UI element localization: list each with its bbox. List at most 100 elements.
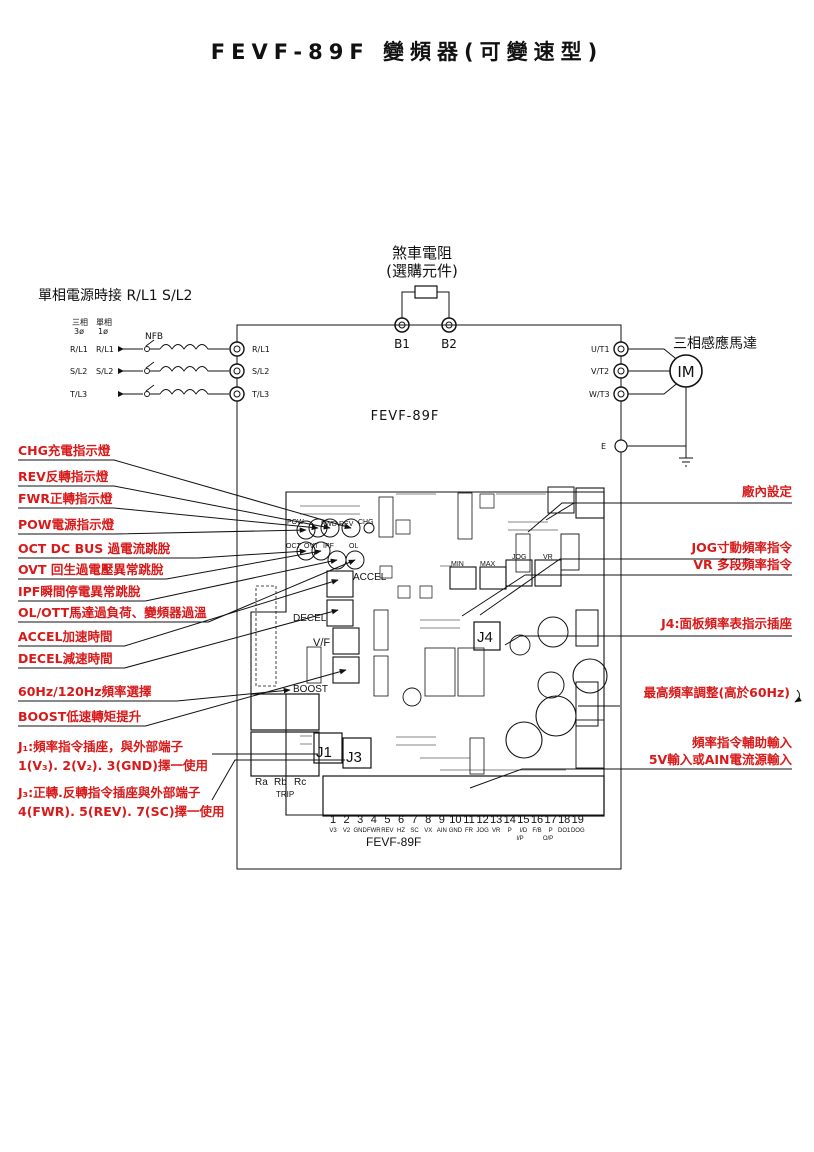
pcb-accel: ACCEL <box>353 572 387 583</box>
terminal-u: U/T1 <box>591 345 610 354</box>
left-callout-10: DECEL減速時間 <box>18 651 113 666</box>
pcb-ovt: OVT <box>304 543 319 550</box>
left-callout-leader-4 <box>18 527 307 535</box>
pcb-boost: BOOST <box>293 684 328 695</box>
b1-label: B1 <box>394 337 410 351</box>
supply-row-1-3ph: R/L1 <box>70 345 88 354</box>
left-callout-leader-6 <box>18 549 322 580</box>
terminal-name-10: GND <box>449 828 463 834</box>
supply-row-1-1ph: R/L1 <box>96 345 114 354</box>
left-callout-7: IPF瞬間停電異常跳脫 <box>18 584 141 599</box>
pcb-jog: JOG <box>512 554 526 561</box>
terminal-sub-1: I/P <box>516 836 523 842</box>
terminal-number-6: 6 <box>398 814 404 826</box>
terminal-r: R/L1 <box>252 345 270 354</box>
terminal-name-16: F/B <box>532 828 541 834</box>
single-phase-header: 單相 <box>96 317 112 327</box>
terminal-strip: 1V32V23GND4FWR5REV6HZ7SC8VX9AIN10GND11FR… <box>329 814 585 842</box>
terminal-v: V/T2 <box>591 367 609 376</box>
left-callout-leader-3 <box>18 507 319 531</box>
brake-resistor-title: 煞車電阻 <box>392 244 452 262</box>
terminal-t: T/L3 <box>251 390 269 399</box>
terminal-number-14: 14 <box>504 814 516 826</box>
page-title: FEVF-89F 變頻器(可變速型) <box>210 40 604 64</box>
left-callout-leader-5 <box>18 548 307 559</box>
terminal-name-8: VX <box>424 828 432 834</box>
terminal-name-9: AIN <box>437 828 447 834</box>
terminal-sub-2: O/P <box>543 836 553 842</box>
pcb-j4: J4 <box>477 629 493 646</box>
right-callouts: 廠內設定 JOG寸動頻率指令 VR 多段頻率指令 J4:面板頻率表指示插座 最高… <box>461 484 802 789</box>
unit-label: FEVF-89F <box>371 409 440 424</box>
terminal-number-4: 4 <box>371 814 377 826</box>
left-callout-12: BOOST低速轉矩提升 <box>18 709 142 724</box>
left-callout-leader-2 <box>18 485 331 530</box>
pcb-trip: TRIP <box>276 790 294 799</box>
pcb-relay-ra: Ra <box>255 777 268 788</box>
left-callout-11: 60Hz/120Hz頻率選擇 <box>18 684 152 699</box>
pcb-j3: J3 <box>346 749 362 766</box>
terminal-number-16: 16 <box>531 814 543 826</box>
terminal-number-18: 18 <box>558 814 570 826</box>
pcb-pow: POW <box>287 519 304 526</box>
left-callout-9: ACCEL加速時間 <box>18 629 113 644</box>
left-callout-5: OCT DC BUS 過電流跳脫 <box>18 541 171 556</box>
terminal-number-3: 3 <box>357 814 363 826</box>
terminal-number-5: 5 <box>384 814 390 826</box>
pcb-relay-rc: Rc <box>294 777 306 788</box>
terminal-number-9: 9 <box>439 814 445 826</box>
terminal-w: W/T3 <box>589 390 610 399</box>
terminal-number-13: 13 <box>490 814 502 826</box>
vr-multistep-label: VR 多段頻率指令 <box>693 557 792 572</box>
left-callout-leader-1 <box>18 459 352 529</box>
single-phase-symbol: 1ø <box>98 327 108 336</box>
factory-setting-label: 廠內設定 <box>742 484 793 499</box>
terminal-name-3: GND <box>354 828 368 834</box>
supply-row-3-3ph: T/L3 <box>69 390 87 399</box>
terminal-name-6: HZ <box>397 828 405 834</box>
aux-input-label-2: 5V輸入或AIN電流源輸入 <box>649 752 793 767</box>
terminal-number-8: 8 <box>425 814 431 826</box>
pcb-ipf: IPF <box>323 543 334 550</box>
supply-row-2-3ph: S/L2 <box>70 367 87 376</box>
left-callout-3: FWR正轉指示燈 <box>18 491 113 506</box>
terminal-number-2: 2 <box>344 814 350 826</box>
terminal-name-15: I/D <box>520 828 528 834</box>
terminal-number-7: 7 <box>412 814 418 826</box>
terminal-number-11: 11 <box>463 814 474 826</box>
pcb-oct: OCT <box>286 543 302 550</box>
pcb-decel: DECEL <box>293 613 327 624</box>
motor-symbol: IM <box>677 363 694 381</box>
terminal-name-14: P <box>508 828 512 834</box>
terminal-number-1: 1 <box>330 814 336 826</box>
aux-input-label-1: 頻率指令輔助輸入 <box>692 735 793 750</box>
left-callout-leader-12 <box>18 668 347 727</box>
left-callout-6: OVT 回生過電壓異常跳脫 <box>18 562 164 577</box>
terminal-name-19: DOG <box>571 828 585 834</box>
pcb-chg: CHG <box>358 519 374 526</box>
left-callout-1: CHG充電指示燈 <box>18 443 111 458</box>
terminal-e: E <box>601 442 606 451</box>
pcb-ol: OL <box>349 543 358 550</box>
pcb-min: MIN <box>451 561 464 568</box>
pcb-board <box>250 486 608 817</box>
max-freq-label: 最高頻率調整(高於60Hz) <box>643 685 790 700</box>
terminal-number-15: 15 <box>517 814 529 826</box>
three-phase-symbol: 3ø <box>74 327 84 336</box>
brake-resistor: 煞車電阻 (選購元件) B1 B2 <box>386 244 458 351</box>
terminal-name-2: V2 <box>343 828 351 834</box>
supply-row-2-1ph: S/L2 <box>96 367 113 376</box>
terminal-name-13: VR <box>492 828 501 834</box>
nfb-label: NFB <box>145 332 163 342</box>
left-callout-8: OL/OTT馬達過負荷、變頻器過溫 <box>18 605 207 620</box>
terminal-number-17: 17 <box>544 814 556 826</box>
terminal-name-7: SC <box>410 828 419 834</box>
terminal-number-10: 10 <box>449 814 461 826</box>
terminal-number-19: 19 <box>572 814 584 826</box>
terminal-name-12: JOG <box>476 828 489 834</box>
jog-command-label: JOG寸動頻率指令 <box>690 540 792 555</box>
j3-note-line1: J₃:正轉.反轉指令插座與外部端子 <box>17 785 201 800</box>
j-notes: J₁:頻率指令插座，與外部端子 1(V₃). 2(V₂). 3(GND)擇一使用… <box>17 739 345 819</box>
